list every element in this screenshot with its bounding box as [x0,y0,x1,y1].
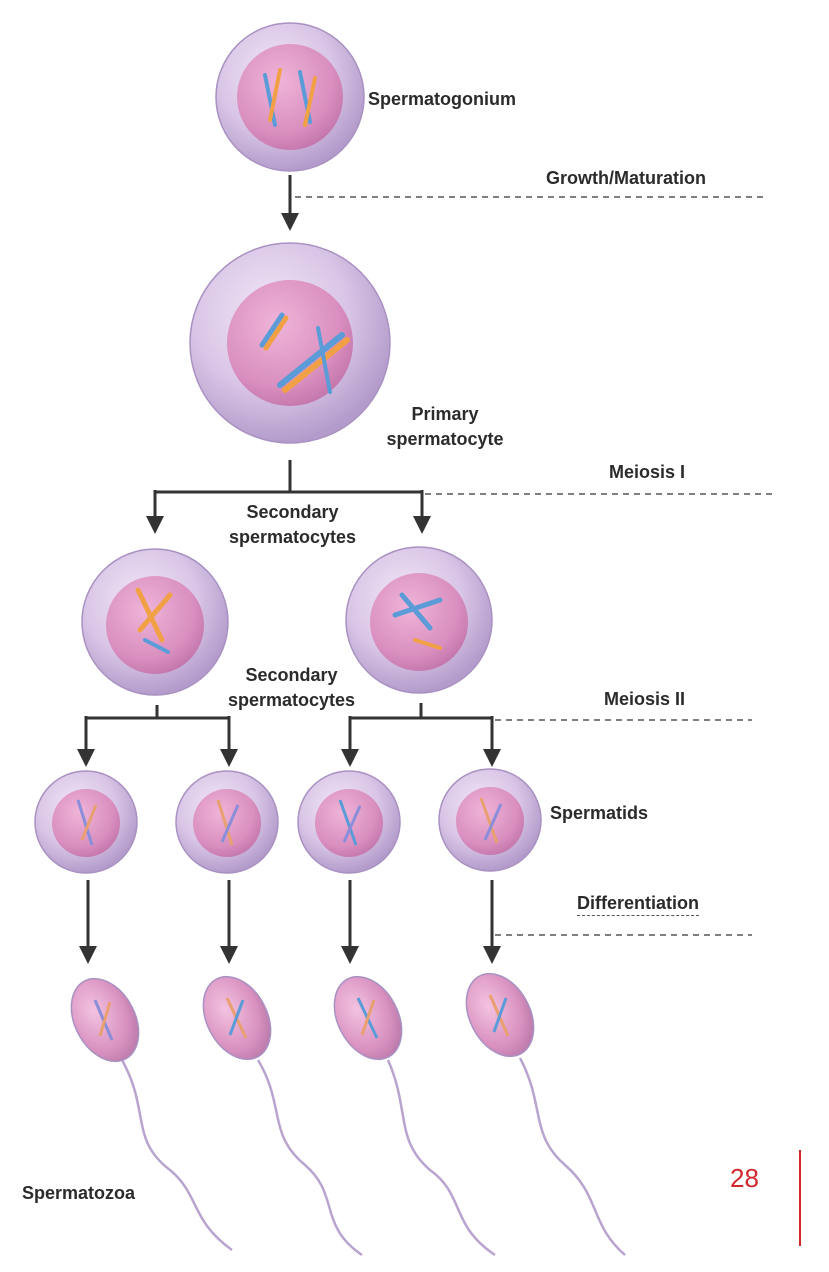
stage-growth-maturation: Growth/Maturation [546,168,706,188]
spermatid-cell-3 [297,770,401,874]
label-spermatogonium: Spermatogonium [368,89,517,109]
label-spermatozoa: Spermatozoa [22,1183,136,1203]
spermatozoon-2 [202,975,363,1257]
label-secondary-spermatocytes-mid-line1: Secondary [245,665,338,685]
chromosomes [259,312,350,394]
label-spermatids: Spermatids [550,803,649,823]
spermatid-cell-2 [175,770,279,874]
label-primary-spermatocyte-line1: Primary [411,404,479,424]
chromosomes [263,68,317,127]
page-number: 28 [730,1163,759,1193]
spermatozoon-3 [333,975,496,1257]
spermatozoon-4 [465,972,626,1256]
stage-meiosis-2: Meiosis II [604,689,686,709]
stage-meiosis-1: Meiosis I [609,462,686,482]
spermatogonium-cell [215,22,365,172]
secondary-spermatocyte-cell-left [81,548,229,696]
chromosomes [135,587,173,654]
stage-differentiation: Differentiation [577,891,700,916]
label-primary-spermatocyte-line2: spermatocyte [386,429,504,449]
page-rule [799,1150,801,1246]
spermatid-cell-4 [438,768,542,872]
secondary-spermatocyte-cell-right [345,546,493,694]
spermatozoon-1 [70,977,233,1252]
label-secondary-spermatocytes-top-line1: Secondary [246,502,339,522]
label-secondary-spermatocytes-mid-line2: spermatocytes [227,690,356,710]
label-secondary-spermatocytes-top-line2: spermatocytes [228,527,357,547]
spermatid-cell-1 [34,770,138,874]
primary-spermatocyte-cell [189,242,391,444]
chromosomes [392,592,443,650]
